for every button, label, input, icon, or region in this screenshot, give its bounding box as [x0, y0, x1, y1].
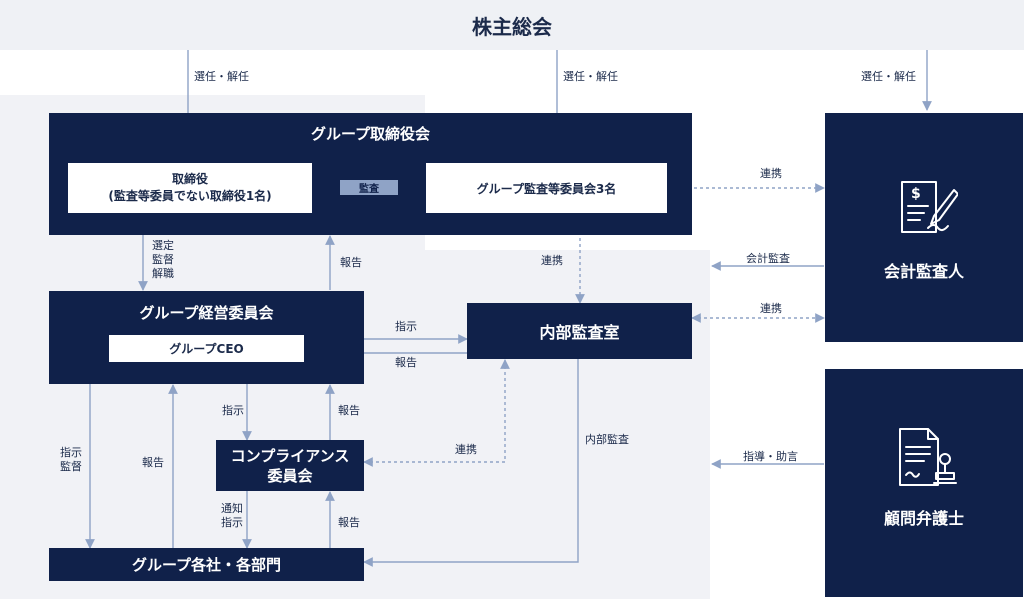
- group-companies-box: グループ各社・各部門: [49, 548, 364, 581]
- audit-committee-box: グループ監査等委員会3名: [426, 163, 667, 213]
- instruct-supervise-label-1: 指示: [60, 446, 82, 459]
- guidance-label: 指導・助言: [743, 450, 798, 463]
- select-label: 選定 監督 解職: [152, 239, 182, 281]
- link-arrow-compliance: [363, 359, 510, 467]
- select-label-3: 解職: [152, 267, 174, 280]
- accounting-auditor-label: 会計監査人: [883, 262, 964, 281]
- header-band: [0, 0, 1024, 50]
- document-pen-icon: $: [901, 181, 958, 233]
- group-board-title: グループ取締役会: [310, 124, 431, 143]
- compliance-label-1: コンプライアンス: [230, 446, 350, 465]
- select-label-1: 選定: [152, 239, 174, 252]
- compliance-committee-box: コンプライアンス 委員会: [216, 440, 364, 491]
- internal-audit-arrow: [363, 359, 579, 567]
- instruct-supervise-label-2: 監督: [60, 460, 82, 473]
- legal-advisor-box: [825, 369, 1023, 597]
- audit-badge: 監査: [340, 180, 398, 195]
- report-label-left: 報告: [142, 456, 164, 469]
- report-label-group: 報告: [338, 516, 360, 529]
- notice-label: 通知 指示: [221, 502, 251, 530]
- report-label-ceo: 報告: [395, 356, 417, 369]
- directors-sublabel: (監査等委員でない取締役1名): [108, 189, 272, 203]
- document-stamp-icon: [899, 428, 957, 486]
- directors-box: 取締役 (監査等委員でない取締役1名): [68, 163, 312, 213]
- select-label-2: 監督: [152, 253, 174, 266]
- elect-label-accounting-auditor: 選任・解任: [861, 70, 916, 83]
- elect-label-audit-committee: 選任・解任: [563, 70, 618, 83]
- link-label-auditor: 連携: [760, 167, 782, 180]
- svg-text:$: $: [911, 186, 921, 202]
- accounting-audit-label: 会計監査: [746, 252, 790, 265]
- ceo-box: グループCEO: [109, 335, 304, 362]
- link-label-center: 連携: [541, 254, 563, 267]
- compliance-label-2: 委員会: [267, 466, 313, 485]
- notice-label-1: 通知: [221, 502, 243, 515]
- mgmt-committee-title: グループ経営委員会: [139, 303, 274, 322]
- instruct-supervise-label: 指示 監督: [60, 446, 90, 474]
- elect-label-directors: 選任・解任: [194, 70, 249, 83]
- instruct-label-audit: 指示: [395, 320, 417, 333]
- directors-label: 取締役: [171, 172, 208, 186]
- legal-advisor-label: 顧問弁護士: [883, 509, 964, 528]
- accounting-auditor-box: [825, 113, 1023, 342]
- report-label-compliance: 報告: [338, 404, 360, 417]
- internal-audit-label: 内部監査: [585, 433, 629, 446]
- instruct-label-compliance: 指示: [222, 404, 244, 417]
- shareholders-meeting: 株主総会: [472, 14, 552, 39]
- notice-label-2: 指示: [221, 516, 243, 529]
- internal-audit-office-box: 内部監査室: [467, 303, 692, 359]
- link-label-internal: 連携: [760, 302, 782, 315]
- report-label-board: 報告: [340, 256, 362, 269]
- link-label-compliance: 連携: [455, 443, 477, 456]
